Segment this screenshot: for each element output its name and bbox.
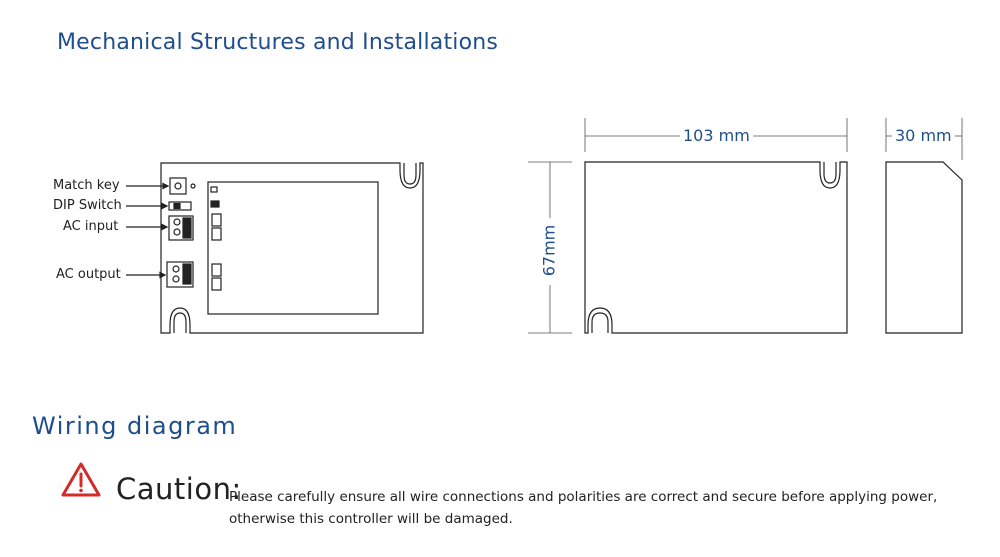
wiring-section-title: Wiring diagram (32, 412, 238, 440)
label-ac-input: AC input (63, 219, 119, 234)
label-match-key: Match key (53, 178, 120, 193)
caution-heading: Caution: (116, 472, 242, 506)
caution-text: Please carefully ensure all wire connect… (229, 489, 938, 527)
mechanical-section-title: Mechanical Structures and Installations (57, 30, 499, 55)
label-dip-switch: DIP Switch (53, 198, 122, 213)
warning-icon (61, 462, 101, 497)
dimension-length: 103 mm (680, 126, 753, 145)
label-ac-output: AC output (56, 267, 121, 282)
dimension-depth: 30 mm (892, 126, 955, 145)
dimension-height: 67mm (539, 221, 559, 280)
